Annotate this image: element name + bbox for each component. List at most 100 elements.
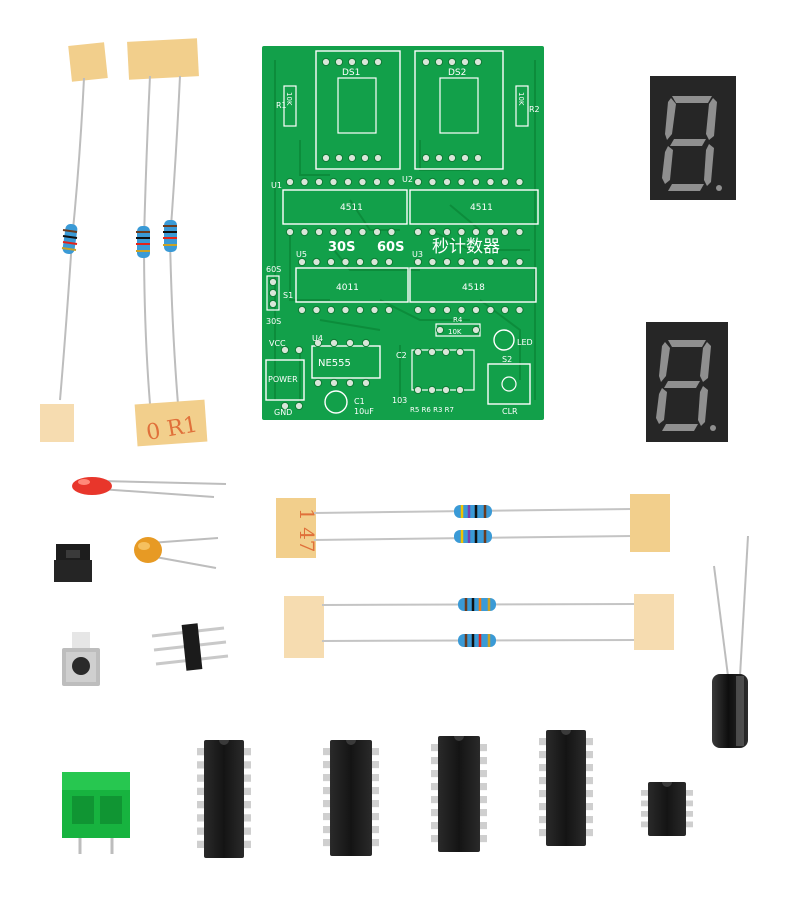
- ic-pin: [586, 816, 593, 824]
- ic-pin: [641, 800, 648, 807]
- pcb-pad: [428, 257, 437, 267]
- pcb-pad: [347, 153, 357, 163]
- ic-pin: [539, 738, 546, 746]
- pcb-pad: [428, 227, 437, 237]
- ic-pin: [323, 800, 330, 808]
- label-led: LED: [517, 338, 533, 347]
- ic-pin: [197, 761, 204, 769]
- ic-pin: [586, 751, 593, 759]
- ic-pin: [372, 800, 379, 808]
- ic-pin: [372, 813, 379, 821]
- pcb-pad: [343, 177, 353, 187]
- ic-pin: [244, 840, 251, 849]
- ic-pin: [586, 764, 593, 772]
- pcb-pad: [341, 305, 350, 315]
- label-c1: C1: [354, 397, 365, 406]
- pcb-pad: [421, 153, 431, 163]
- pcb-pad: [413, 227, 423, 237]
- label-c2-value: 103: [392, 396, 407, 405]
- pcb-pad: [455, 385, 465, 395]
- ic-notch: [662, 782, 672, 787]
- chip-label-4011: 4011: [336, 283, 359, 293]
- ic-body: [546, 730, 586, 846]
- pcb-pad: [428, 305, 437, 315]
- label-r2: R2: [529, 105, 540, 114]
- pcb-pad: [334, 153, 344, 163]
- label-gnd: GND: [274, 408, 292, 417]
- pcb-pad: [355, 305, 365, 315]
- mode-60s-label: 60S: [377, 240, 404, 255]
- pcb-pad: [341, 257, 350, 267]
- label-u1: U1: [271, 181, 282, 190]
- ic-pin: [686, 821, 693, 828]
- label-sw-30s: 30S: [266, 317, 281, 326]
- pcb-pad: [370, 305, 379, 315]
- ic-pin: [480, 809, 487, 817]
- pcb-pad: [343, 227, 353, 237]
- ic-pin: [539, 803, 546, 811]
- ic-body: [648, 782, 686, 836]
- pcb-pad: [312, 305, 321, 315]
- ic-pin: [244, 801, 251, 809]
- pin-header-3: [151, 623, 229, 671]
- ic-pin: [372, 748, 379, 756]
- pcb-pad: [515, 177, 524, 187]
- pcb-pad: [471, 305, 481, 315]
- ic-pin: [323, 813, 330, 821]
- pcb-pad: [285, 177, 295, 187]
- ic-pin: [686, 790, 693, 796]
- pcb-pad: [268, 299, 278, 309]
- pcb-pad: [413, 257, 423, 267]
- ic-pin: [372, 839, 379, 847]
- pcb-pad: [297, 257, 307, 267]
- pcb-pads: [268, 57, 524, 411]
- chip-label-4511-a: 4511: [340, 203, 363, 213]
- pcb-pad: [360, 153, 370, 163]
- ic-chip-dip16: [431, 736, 487, 852]
- label-r1: R1: [276, 101, 287, 110]
- ic-pin: [431, 796, 438, 804]
- chip-label-ne555: NE555: [318, 358, 351, 369]
- resistor-strip-horizontal-2: [284, 594, 674, 658]
- ic-pin: [244, 748, 251, 756]
- ic-chips: [197, 730, 693, 858]
- pcb-pad: [280, 401, 290, 411]
- pcb-code: S21TR-PS53-190619: [254, 66, 263, 148]
- pcb-pad: [486, 227, 495, 237]
- pcb-pad: [373, 57, 383, 67]
- pcb-pad: [457, 227, 466, 237]
- pcb-pad: [300, 227, 309, 237]
- pcb-pad: [313, 338, 323, 348]
- pcb-pad: [486, 177, 495, 187]
- ic-pin: [641, 811, 648, 817]
- ic-pin: [372, 826, 379, 834]
- pcb-pad: [285, 227, 295, 237]
- pcb-pad: [334, 57, 344, 67]
- pcb-pad: [345, 378, 355, 388]
- ic-pin: [586, 829, 593, 837]
- ic-pin: [480, 770, 487, 778]
- pcb-pad: [387, 177, 396, 187]
- pcb-pad: [473, 153, 483, 163]
- ic-pin: [197, 801, 204, 809]
- pcb-pad: [500, 257, 510, 267]
- pcb-pad: [515, 227, 524, 237]
- ic-chip-dip16: [323, 740, 379, 856]
- pcb-pad: [500, 177, 510, 187]
- ic-pin: [197, 840, 204, 849]
- pcb-pad: [372, 227, 382, 237]
- ic-pin: [323, 774, 330, 782]
- pcb-pad: [313, 378, 323, 388]
- chip-label-4518: 4518: [462, 283, 485, 293]
- ic-pin: [480, 822, 487, 830]
- pcb-pad: [471, 325, 481, 335]
- pcb-pad: [329, 338, 339, 348]
- ic-pin: [244, 827, 251, 835]
- pcb-pad: [314, 177, 324, 187]
- resistor-strip-double: 0 R1: [127, 38, 208, 447]
- pcb-pad: [471, 227, 481, 237]
- pcb-pad: [329, 378, 339, 388]
- tactile-switch: [62, 632, 100, 686]
- ic-pin: [372, 774, 379, 782]
